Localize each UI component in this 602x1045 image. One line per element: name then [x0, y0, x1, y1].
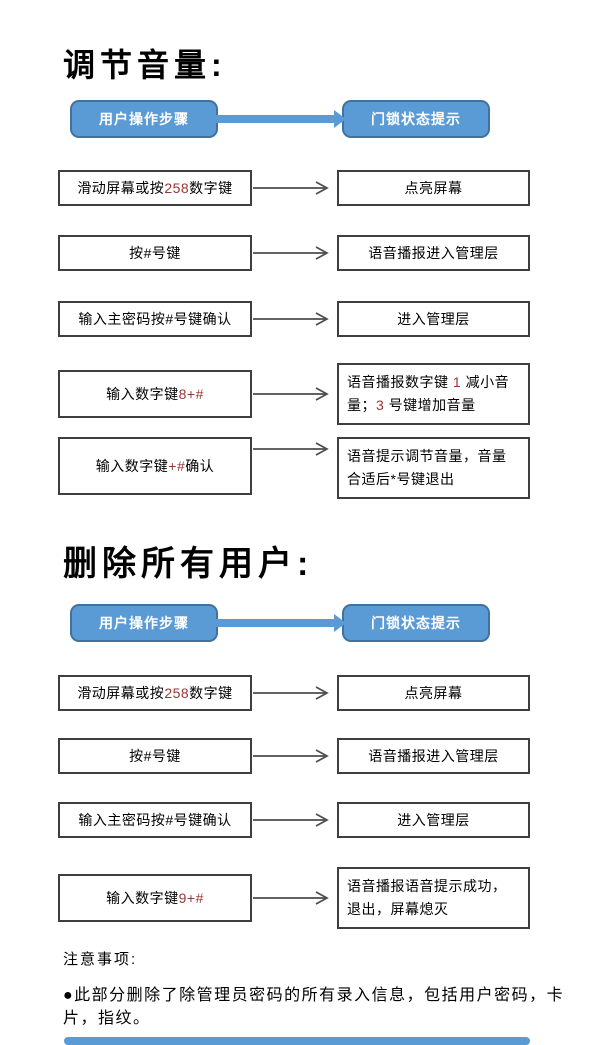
header-arrow-head [334, 614, 346, 632]
header-arrow-bar [214, 115, 336, 123]
flow-step-box: 滑动屏幕或按 258 数字键 [58, 170, 252, 206]
flow-step-box: 输入主密码按#号键确认 [58, 802, 252, 838]
flow-arrow-icon [252, 179, 337, 197]
flow-step-box: 输入主密码按#号键确认 [58, 301, 252, 337]
flow-row: 按#号键 语音播报进入管理层 [58, 235, 530, 271]
notes-heading: 注意事项: [63, 951, 138, 968]
flow-step-box: 输入数字键 9+# [58, 874, 252, 922]
flow-step-box: 滑动屏幕或按 258 数字键 [58, 675, 252, 711]
section-title-delete-all-users: 删除所有用户: [63, 545, 314, 583]
lock-status-header-box: 门锁状态提示 [342, 604, 490, 642]
flow-step-box: 按#号键 [58, 738, 252, 774]
flow-status-box: 语音播报数字键 1 减小音量；3 号键增加音量 [337, 363, 530, 425]
flow-arrow-icon [252, 385, 337, 403]
lock-status-header-box: 门锁状态提示 [342, 100, 490, 138]
flow-arrow-icon [252, 889, 337, 907]
flow-arrow-icon [252, 747, 337, 765]
flowchart-adjust-volume: 滑动屏幕或按 258 数字键 点亮屏幕按#号键 语音播报进入管理层输入主密码按#号键… [58, 170, 530, 499]
flow-arrow-icon [252, 437, 337, 458]
flow-arrow-icon [252, 811, 337, 829]
header-arrow-icon [214, 100, 346, 138]
header-arrow-icon [214, 604, 346, 642]
flow-status-box: 进入管理层 [337, 301, 530, 337]
notes-block: 注意事项: ●此部分删除了除管理员密码的所有录入信息，包括用户密码，卡片，指纹。 [63, 948, 570, 1030]
flow-row: 按#号键 语音播报进入管理层 [58, 738, 530, 774]
flow-row: 输入数字键 9+# 语音播报语音提示成功，退出，屏幕熄灭 [58, 867, 530, 929]
header-arrow-head [334, 110, 346, 128]
flow-status-box: 点亮屏幕 [337, 170, 530, 206]
flow-row: 输入主密码按#号键确认 进入管理层 [58, 301, 530, 337]
flow-step-box: 输入数字键 8+# [58, 370, 252, 418]
flow-arrow-icon [252, 244, 337, 262]
header-arrow-bar [214, 619, 336, 627]
notes-bullet-text: ●此部分删除了除管理员密码的所有录入信息，包括用户密码，卡片，指纹。 [63, 987, 565, 1028]
flow-arrow-icon [252, 310, 337, 328]
flow-step-box: 按#号键 [58, 235, 252, 271]
flow-arrow-icon [252, 684, 337, 702]
flow-status-box: 语音播报进入管理层 [337, 738, 530, 774]
flow-row: 输入主密码按#号键确认 进入管理层 [58, 802, 530, 838]
flow-status-box: 语音提示调节音量，音量合适后*号键退出 [337, 437, 530, 499]
flow-step-box: 输入数字键+#确认 [58, 437, 252, 495]
flow-row: 输入数字键+#确认 语音提示调节音量，音量合适后*号键退出 [58, 437, 530, 499]
flow-status-box: 语音播报语音提示成功，退出，屏幕熄灭 [337, 867, 530, 929]
next-section-header-sliver [64, 1037, 530, 1045]
flow-status-box: 点亮屏幕 [337, 675, 530, 711]
flow-row: 输入数字键 8+# 语音播报数字键 1 减小音量；3 号键增加音量 [58, 363, 530, 425]
user-steps-header-box: 用户操作步骤 [70, 604, 218, 642]
flowchart-delete-all-users: 滑动屏幕或按 258 数字键 点亮屏幕按#号键 语音播报进入管理层输入主密码按#号键… [58, 675, 530, 929]
flow-row: 滑动屏幕或按 258 数字键 点亮屏幕 [58, 170, 530, 206]
flow-header-row: 用户操作步骤 门锁状态提示 [70, 100, 490, 138]
flow-status-box: 语音播报进入管理层 [337, 235, 530, 271]
flow-row: 滑动屏幕或按 258 数字键 点亮屏幕 [58, 675, 530, 711]
user-steps-header-box: 用户操作步骤 [70, 100, 218, 138]
flow-status-box: 进入管理层 [337, 802, 530, 838]
flow-header-row: 用户操作步骤 门锁状态提示 [70, 604, 490, 642]
section-title-adjust-volume: 调节音量: [63, 47, 227, 83]
